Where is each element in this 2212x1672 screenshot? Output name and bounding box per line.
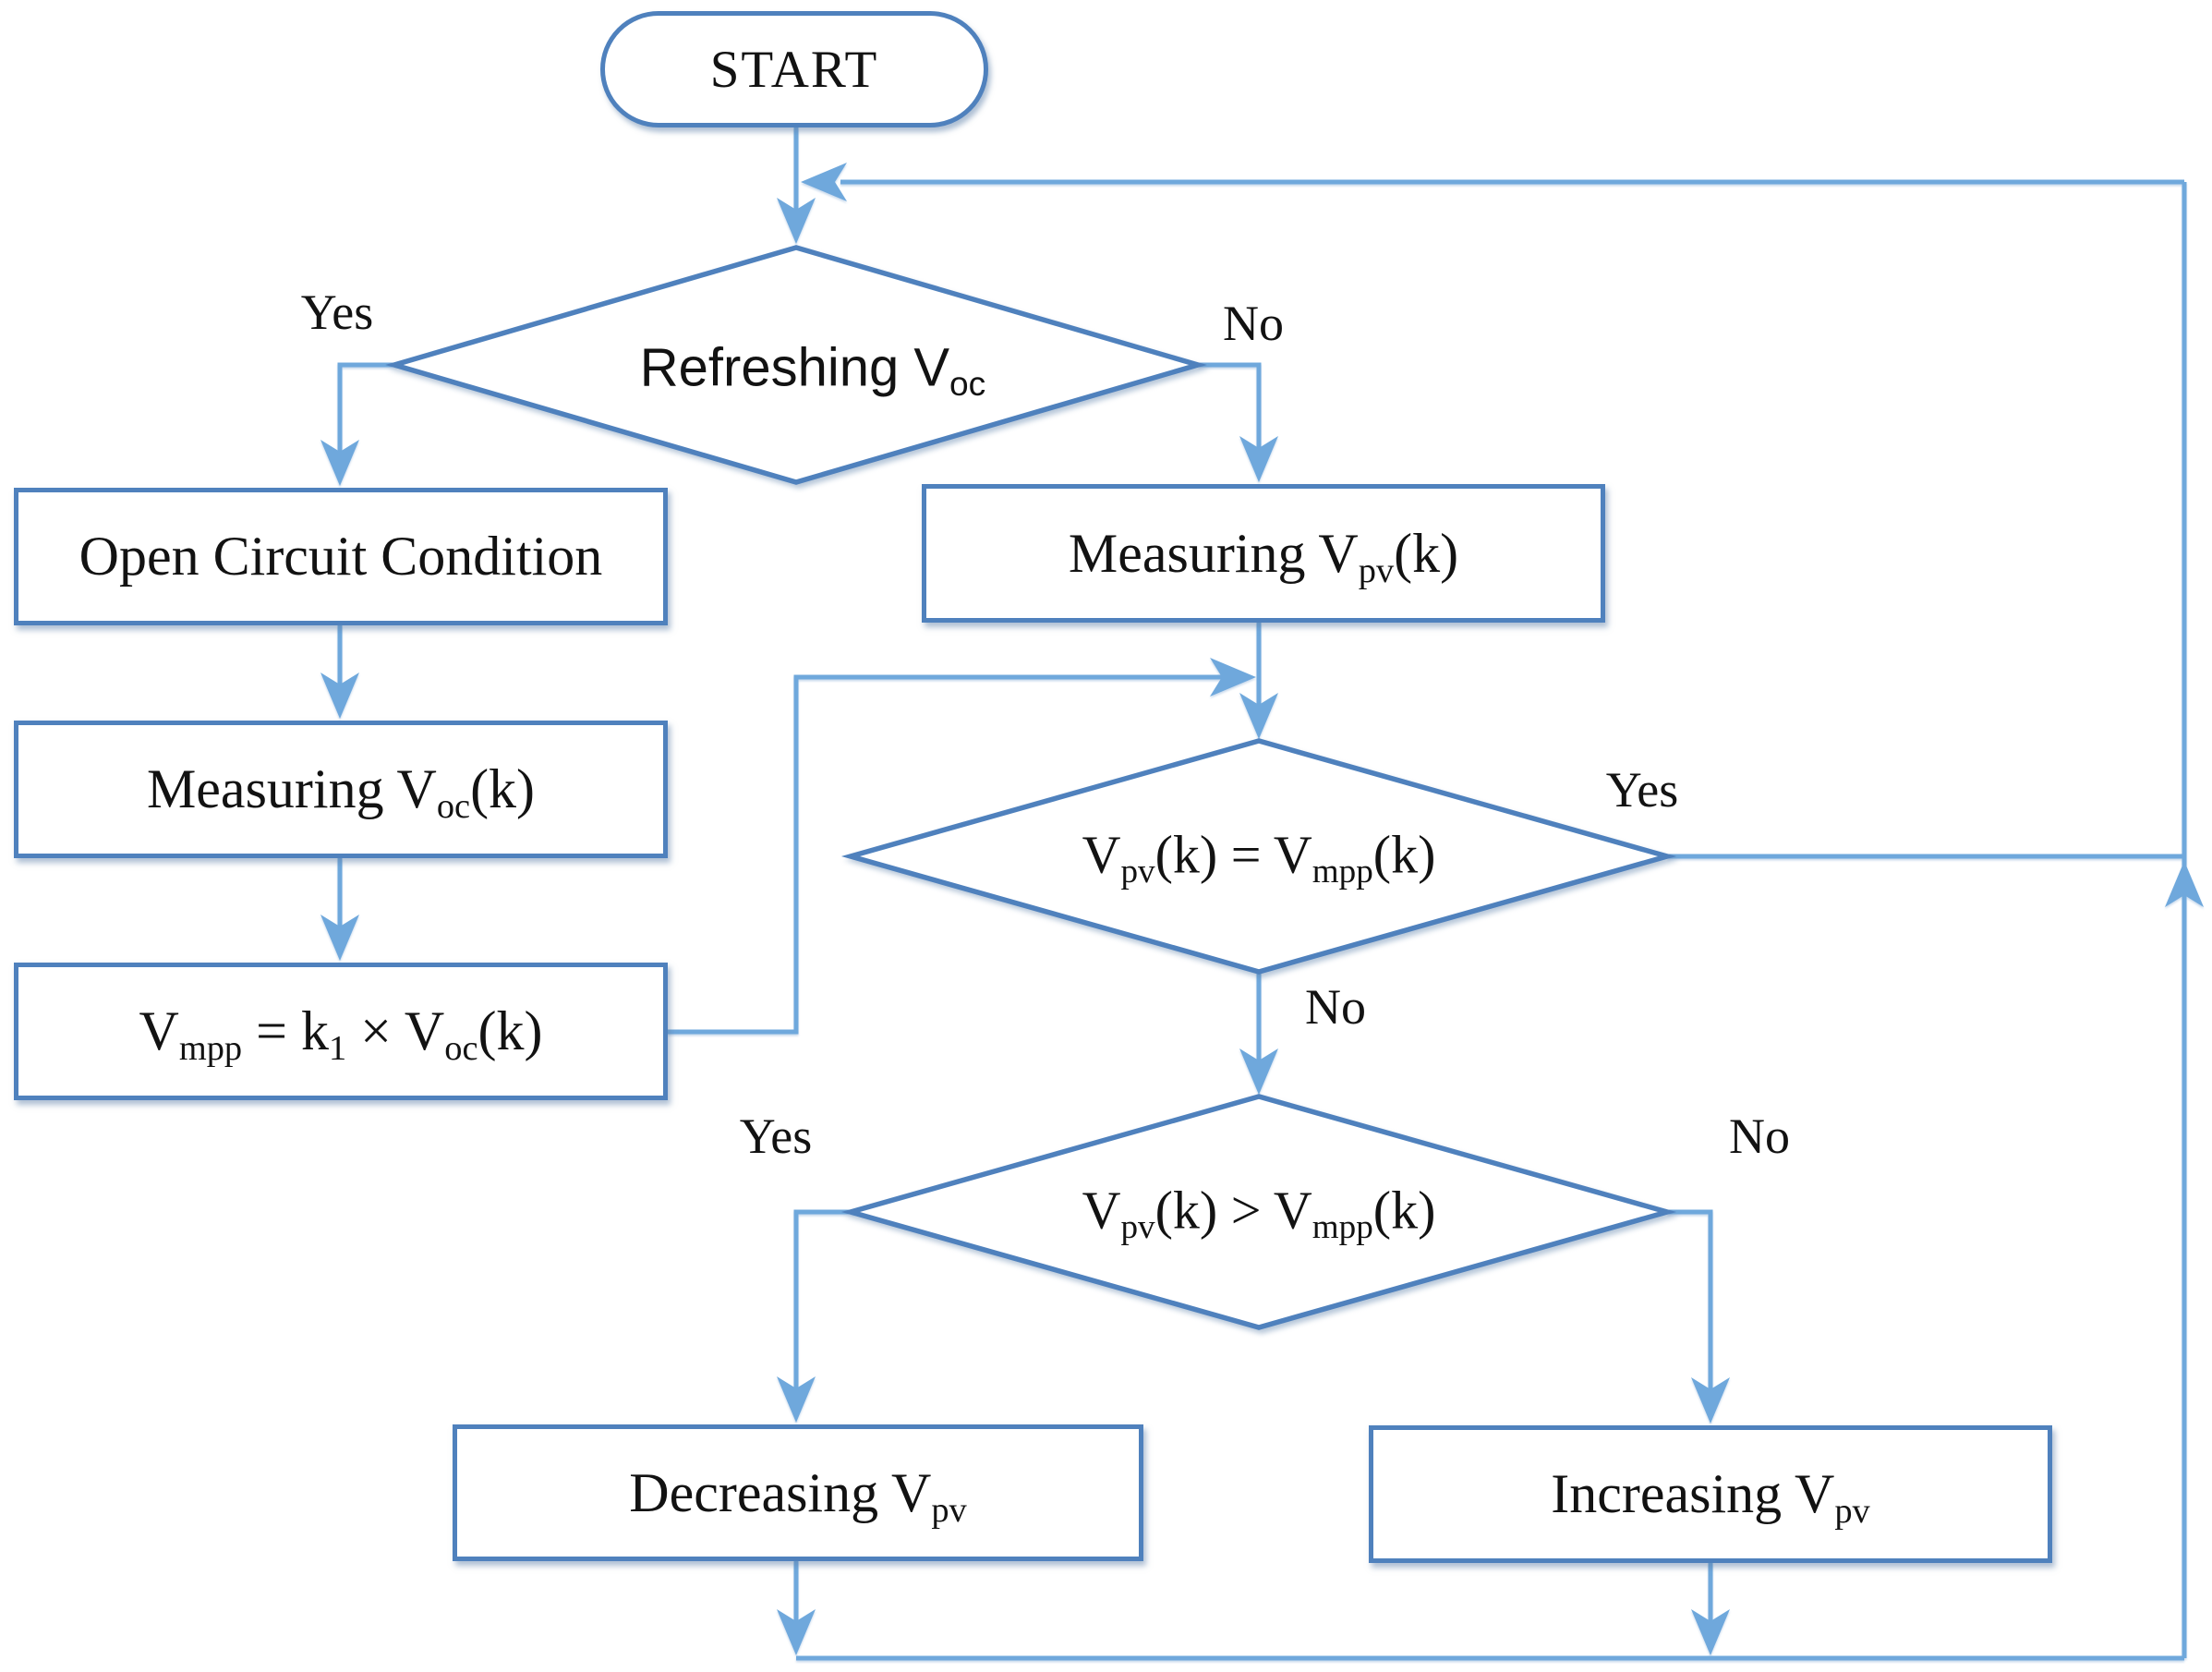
arrowhead-into-open-circuit (320, 440, 359, 486)
decreasing-vpv-label: Decreasing Vpv (629, 1461, 967, 1530)
process-vmpp-calculation: Vmpp = k1 × Voc(k) (14, 963, 668, 1100)
edge-refreshing-yes (337, 362, 397, 462)
arrowhead-vmpp-junction-right (1210, 658, 1256, 697)
label-eq-yes: Yes (1605, 762, 1679, 818)
open-circuit-label: Open Circuit Condition (79, 526, 603, 587)
arrowhead-into-gt-diamond (1239, 1048, 1278, 1095)
increasing-vpv-label: Increasing Vpv (1551, 1463, 1870, 1531)
process-increasing-vpv: Increasing Vpv (1369, 1425, 2052, 1563)
decision-vpv-greater-vmpp-label: Vpv(k) > Vmpp(k) (1082, 1180, 1436, 1246)
arrowhead-feedback-up (2165, 861, 2204, 907)
arrowhead-into-increasing (1691, 1377, 1730, 1424)
process-measuring-voc: Measuring Voc(k) (14, 721, 668, 858)
arrowhead-into-decreasing (777, 1376, 816, 1423)
edge-vmpp-to-junction (668, 674, 1228, 1035)
decision-refreshing-voc-label: Refreshing Voc (639, 337, 986, 403)
edge-gt-no (1667, 1209, 1713, 1398)
arrowhead-into-measvoc (320, 672, 359, 719)
label-gt-yes: Yes (739, 1109, 813, 1164)
start-label: START (709, 40, 879, 99)
process-open-circuit-condition: Open Circuit Condition (14, 488, 668, 625)
edge-gt-yes (793, 1209, 855, 1397)
label-eq-no: No (1305, 979, 1366, 1035)
measuring-vpv-label: Measuring Vpv(k) (1068, 522, 1459, 590)
arrowhead-into-measvpv (1239, 436, 1278, 482)
arrowhead-increasing-bottom (1691, 1609, 1730, 1655)
start-node: START (600, 11, 988, 127)
arrowhead-feedback-left (801, 163, 847, 201)
decision-vpv-equals-vmpp-label: Vpv(k) = Vmpp(k) (1082, 824, 1436, 891)
measuring-voc-label: Measuring Voc(k) (146, 758, 536, 826)
arrowhead-into-vmpp (320, 915, 359, 961)
label-refreshing-no: No (1223, 296, 1284, 351)
arrowhead-into-eq-diamond (1239, 693, 1278, 739)
process-decreasing-vpv: Decreasing Vpv (453, 1424, 1143, 1561)
edge-refreshing-no (1198, 362, 1262, 457)
label-gt-no: No (1729, 1109, 1790, 1164)
decision-refreshing-voc-shape (385, 245, 1207, 485)
vmpp-calc-label: Vmpp = k1 × Voc(k) (139, 1000, 543, 1068)
decision-vpv-greater-vmpp-shape (840, 1094, 1677, 1330)
arrowhead-into-refreshing (777, 198, 816, 244)
arrowhead-decreasing-bottom (777, 1609, 816, 1655)
process-measuring-vpv: Measuring Vpv(k) (922, 484, 1605, 623)
decision-vpv-equals-vmpp-shape (840, 738, 1677, 975)
label-refreshing-yes: Yes (300, 285, 374, 340)
